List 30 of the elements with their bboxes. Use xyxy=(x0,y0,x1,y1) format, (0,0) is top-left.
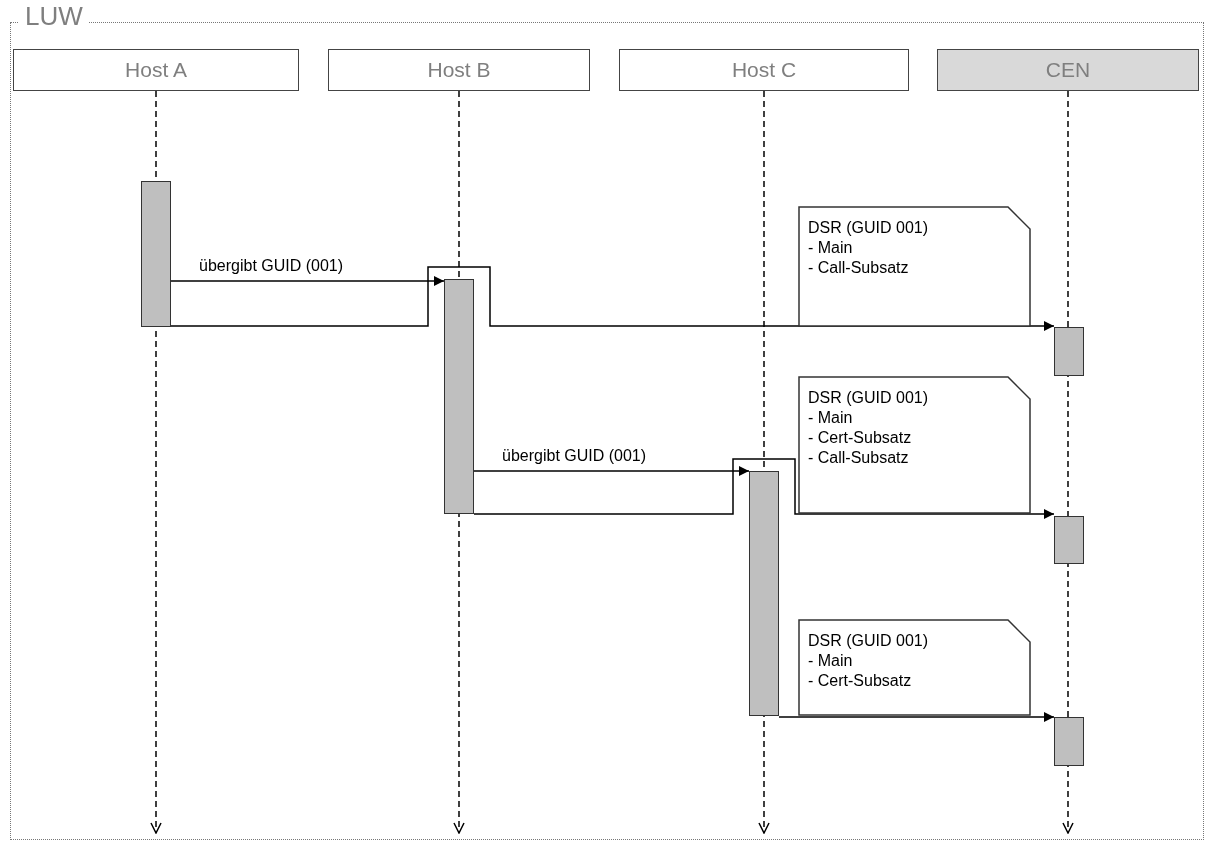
message-label: übergibt GUID (001) xyxy=(502,447,647,465)
participant-box: Host A xyxy=(13,49,299,91)
message-arrow xyxy=(473,466,750,476)
activation-bar xyxy=(749,471,779,716)
lifeline xyxy=(453,90,465,834)
note-item: - Main xyxy=(808,238,854,258)
participant-box: Host B xyxy=(328,49,590,91)
note-title: DSR (GUID 001) xyxy=(808,388,930,408)
note-title: DSR (GUID 001) xyxy=(808,218,930,238)
note-item: - Call-Subsatz xyxy=(808,258,910,278)
activation-bar xyxy=(1054,516,1084,564)
note-item: - Cert-Subsatz xyxy=(808,671,913,691)
note-title: DSR (GUID 001) xyxy=(808,631,930,651)
activation-bar xyxy=(141,181,171,327)
note-item: - Cert-Subsatz xyxy=(808,428,913,448)
participant-box: Host C xyxy=(619,49,909,91)
activation-bar xyxy=(444,279,474,514)
note-item: - Call-Subsatz xyxy=(808,448,910,468)
lifeline xyxy=(150,90,162,834)
lifeline xyxy=(758,90,770,834)
activation-bar xyxy=(1054,327,1084,376)
lifeline xyxy=(1062,90,1074,834)
note-item: - Main xyxy=(808,408,854,428)
message-arrow xyxy=(473,458,1055,519)
activation-bar xyxy=(1054,717,1084,766)
participant-box: CEN xyxy=(937,49,1199,91)
message-arrow xyxy=(170,276,445,286)
note-item: - Main xyxy=(808,651,854,671)
message-arrow xyxy=(778,712,1055,722)
message-label: übergibt GUID (001) xyxy=(199,257,344,275)
